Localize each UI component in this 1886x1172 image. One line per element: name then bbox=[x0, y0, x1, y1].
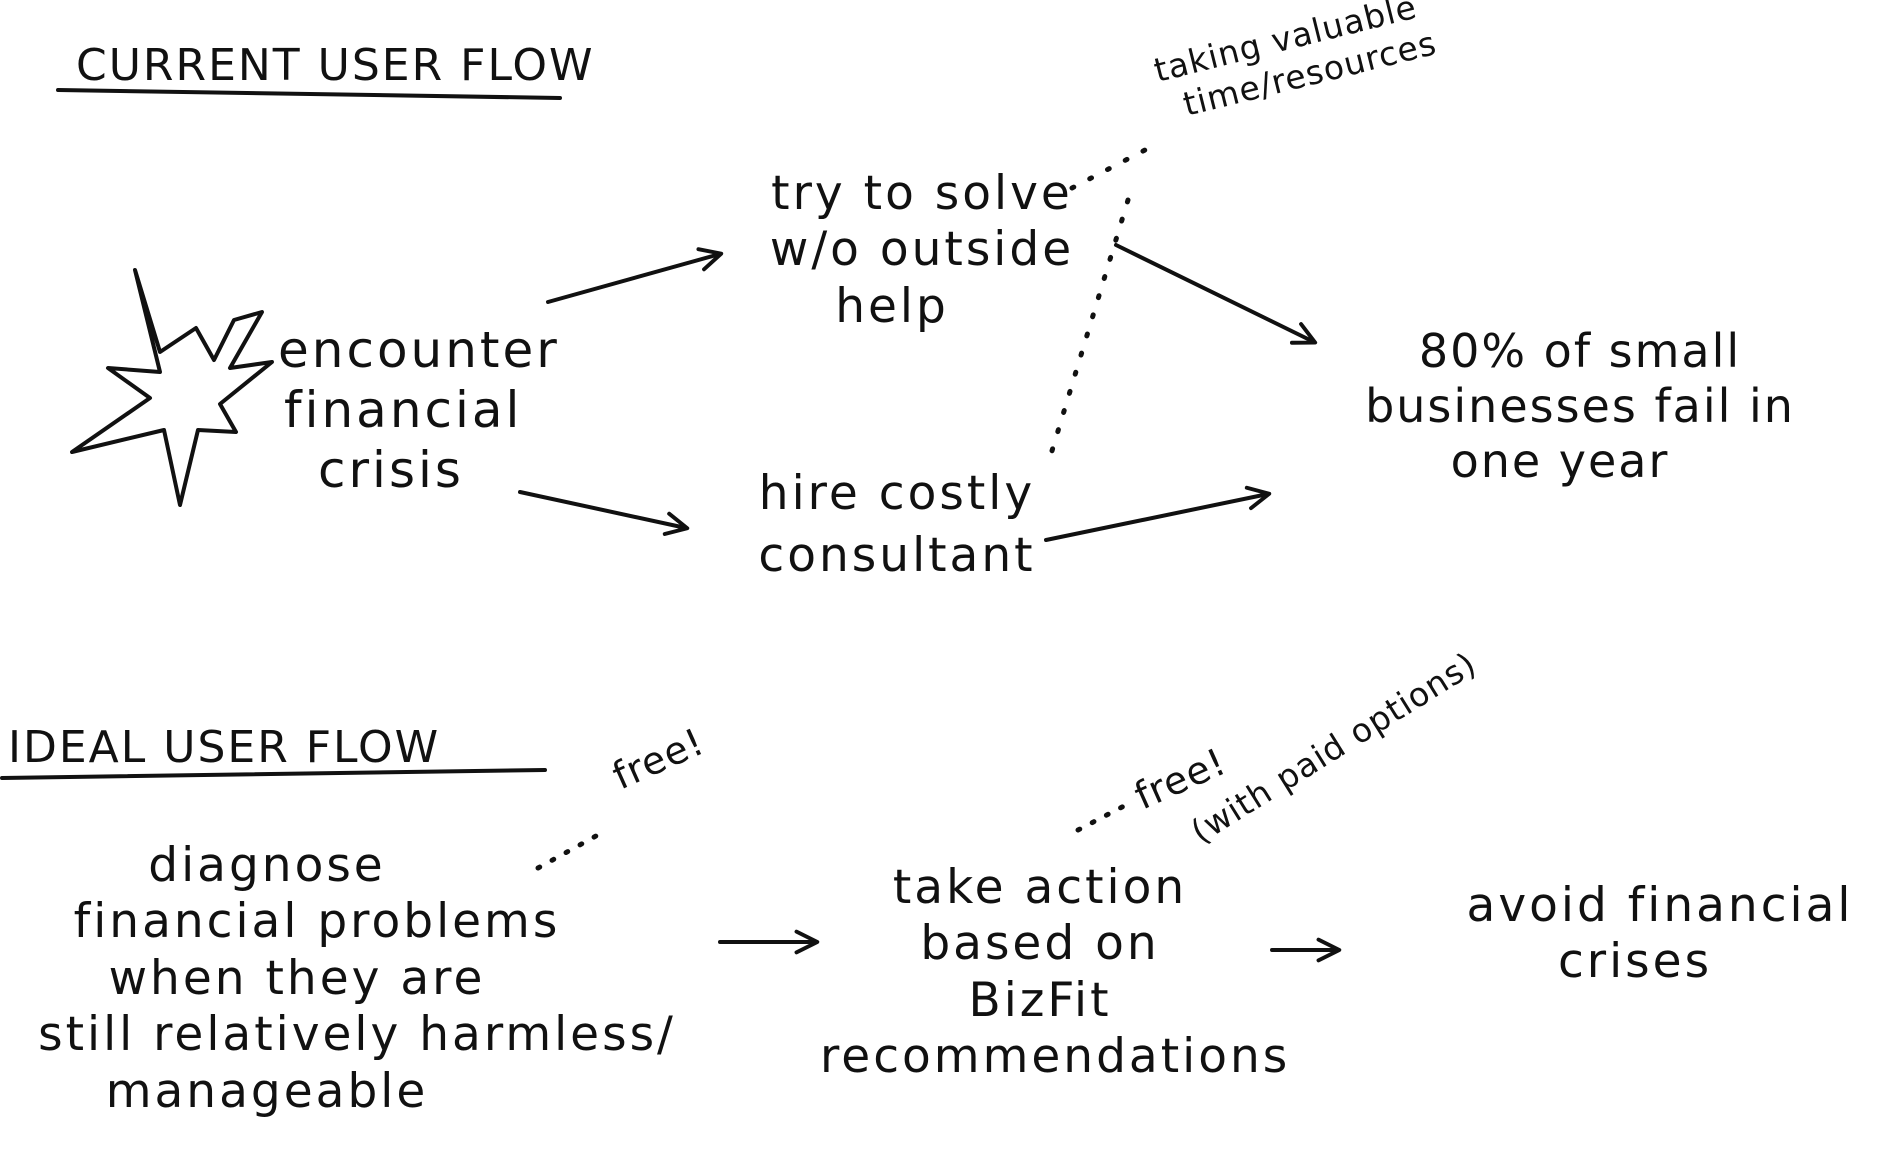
step-2-line: based on bbox=[920, 916, 1160, 972]
arrow-start-to-upper bbox=[546, 247, 724, 304]
step2-note-dotted-leader bbox=[1075, 803, 1127, 833]
ideal-flow-step-3: avoid financial crises bbox=[1440, 878, 1880, 991]
start-node-line: financial bbox=[284, 381, 523, 439]
current-flow-lower-node: hire costly consultant bbox=[752, 466, 1042, 585]
step-3-line: crises bbox=[1557, 934, 1713, 990]
upper-node-line: w/o outside bbox=[769, 222, 1075, 278]
step1-note-dotted-leader bbox=[535, 833, 599, 871]
start-node-line: encounter bbox=[278, 321, 560, 379]
upper-node-line: help bbox=[835, 278, 949, 334]
step-1-line: diagnose bbox=[148, 838, 386, 893]
current-flow-start-node: encounter financial crisis bbox=[278, 320, 560, 500]
current-flow-upper-node: try to solve w/o outside help bbox=[752, 166, 1092, 335]
side-note-dotted-connector bbox=[1045, 147, 1148, 467]
step-2-line: recommendations bbox=[820, 1029, 1291, 1085]
end-node-line: 80% of small bbox=[1418, 324, 1742, 378]
current-flow-heading-underline bbox=[56, 88, 562, 100]
step-1-line: manageable bbox=[105, 1063, 429, 1119]
current-flow-end-node: 80% of small businesses fail in one year bbox=[1360, 324, 1800, 490]
lower-node-line: hire costly bbox=[758, 466, 1036, 521]
step-1-line: still relatively harmless/ bbox=[38, 1007, 676, 1063]
step-3-line: avoid financial bbox=[1466, 878, 1854, 933]
step-1-line: financial problems bbox=[73, 894, 561, 950]
step-2-line: take action bbox=[892, 860, 1188, 915]
current-flow-heading: CURRENT USER FLOW bbox=[76, 40, 595, 91]
arrow-upper-to-end bbox=[1114, 243, 1318, 345]
start-node-line: crisis bbox=[318, 441, 464, 499]
step-2-line: BizFit bbox=[968, 972, 1112, 1028]
end-node-line: one year bbox=[1450, 434, 1670, 489]
step-1-line: when they are bbox=[108, 950, 486, 1006]
ideal-flow-step-2: take action based on BizFit recommendati… bbox=[820, 860, 1291, 1086]
ideal-flow-heading-underline bbox=[0, 768, 547, 780]
ideal-flow-heading: IDEAL USER FLOW bbox=[8, 722, 441, 773]
end-node-line: businesses fail in bbox=[1365, 379, 1795, 434]
arrow-lower-to-end bbox=[1044, 485, 1272, 542]
upper-node-line: try to solve bbox=[771, 166, 1073, 221]
explosion-burst-icon bbox=[70, 268, 274, 507]
lower-node-line: consultant bbox=[758, 528, 1036, 584]
arrow-start-to-lower bbox=[518, 490, 690, 536]
ideal-flow-step-1: diagnose financial problems when they ar… bbox=[12, 838, 702, 1120]
